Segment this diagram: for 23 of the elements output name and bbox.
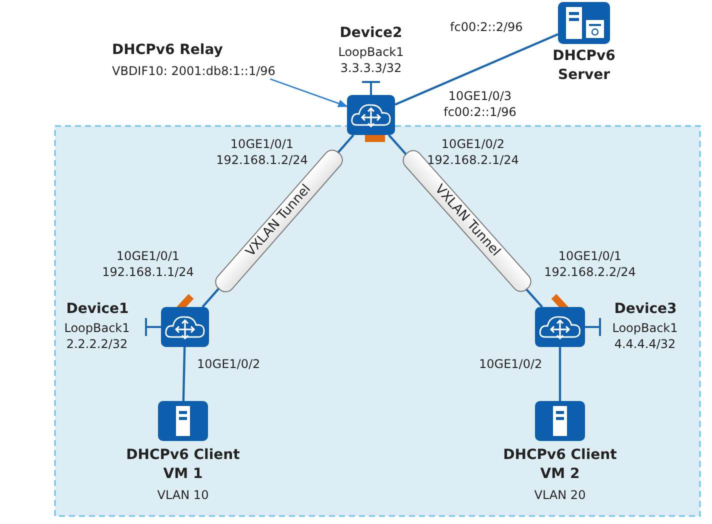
device-name: Device2	[338, 24, 404, 43]
device-name: DHCPv6 Client VM 2	[502, 446, 618, 484]
link-line	[558, 347, 562, 401]
address-text: VLAN 20	[533, 487, 587, 503]
interface-label: 10GE1/0/1 192.168.1.1/24	[101, 248, 195, 280]
link-line	[394, 33, 558, 106]
device-name: Device3	[613, 300, 678, 319]
address-text: VLAN 10	[156, 487, 210, 503]
address-text: LoopBack1 4.4.4.4/32	[611, 320, 679, 352]
link-line	[182, 346, 186, 402]
interface-label: 10GE1/0/3 fc00:2::1/96	[442, 88, 518, 120]
device-name: DHCPv6 Relay	[112, 41, 224, 60]
interface-label: 10GE1/0/2	[479, 356, 544, 372]
address-text: LoopBack1 2.2.2.2/32	[63, 320, 131, 352]
address-text: LoopBack1 3.3.3.3/32	[337, 44, 405, 76]
interface-label: 10GE1/0/2	[197, 356, 262, 372]
device-name: Device1	[65, 300, 130, 319]
device-name: DHCPv6 Server	[552, 47, 616, 85]
arrow	[270, 78, 348, 108]
device-name: DHCPv6 Client VM 1	[125, 446, 241, 484]
interface-label: fc00:2::2/96	[450, 19, 524, 35]
address-text: VBDIF10: 2001:db8:1::1/96	[112, 63, 276, 79]
interface-label: 10GE1/0/1 192.168.2.2/24	[543, 248, 637, 280]
